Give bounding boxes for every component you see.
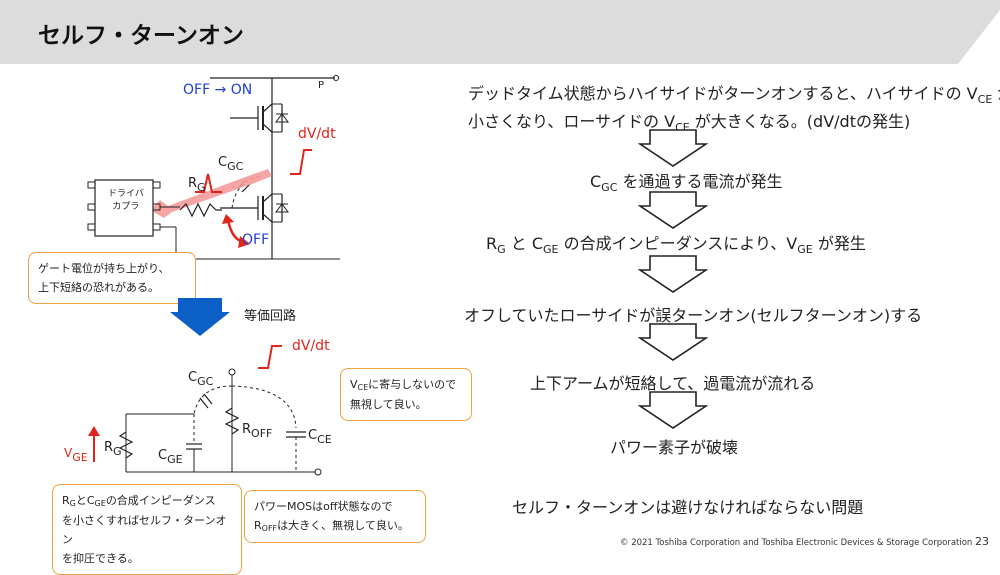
flow-step-2: CGC を通過する電流が発生 — [590, 172, 783, 194]
top-cgc-label: CGC — [218, 155, 244, 173]
equivalent-circuit-label: 等価回路 — [244, 309, 297, 324]
flow-arrow-icon — [638, 129, 708, 167]
vge-label: VGE — [64, 446, 88, 464]
top-circuit-diagram — [87, 75, 340, 260]
off-on-label: OFF → ON — [183, 82, 253, 98]
callout-cce-ignore: VCEに寄与しないので 無視して良い。 — [340, 368, 472, 421]
driver-label: ドライバカプラ — [108, 189, 144, 212]
bottom-cge-label: CGE — [158, 448, 183, 466]
bottom-cgc-label: CGC — [188, 370, 214, 388]
flow-arrow-icon — [638, 391, 708, 429]
page-title: セルフ・ターンオン — [38, 23, 244, 49]
equivalent-circuit-diagram — [88, 345, 322, 476]
flow-step-4: オフしていたローサイドが誤ターンオン(セルフターンオン)する — [464, 306, 923, 325]
flow-step-5: 上下アームが短絡して、過電流が流れる — [530, 374, 816, 393]
p-terminal-label: P — [318, 80, 325, 91]
flow-step-1-line2: 小さくなり、ローサイドの VCE が大きくなる。(dV/dtの発生) — [468, 112, 911, 134]
copyright-footer: © 2021 Toshiba Corporation and Toshiba E… — [620, 538, 973, 548]
bottom-rg-label: RG — [104, 440, 122, 458]
page-number: 23 — [975, 535, 989, 548]
flow-arrow-icon — [638, 255, 708, 293]
bottom-dvdt-label: dV/dt — [292, 338, 330, 354]
conclusion-text: セルフ・ターンオンは避けなければならない問題 — [512, 498, 864, 517]
callout-rg-cge: RGとCGEの合成インピーダンス を小さくすればセルフ・ターンオン を抑圧できる… — [52, 484, 242, 575]
bottom-roff-label: ROFF — [242, 422, 273, 440]
top-off-label: OFF — [242, 232, 270, 248]
flow-step-6: パワー素子が破壊 — [610, 438, 739, 457]
top-rg-label: RG — [188, 176, 206, 194]
callout-gate-rise: ゲート電位が持ち上がり、 上下短絡の恐れがある。 — [28, 252, 196, 304]
flow-step-1-line1: デッドタイム状態からハイサイドがターンオンすると、ハイサイドの VCE が — [468, 84, 1000, 106]
flow-arrow-icon — [638, 323, 708, 361]
flow-step-3: RG と CGE の合成インピーダンスにより、VGE が発生 — [486, 234, 866, 256]
equivalent-arrow-icon — [170, 298, 230, 336]
callout-power-mos: パワーMOSはoff状態なので ROFFは大きく、無視して良い。 — [244, 490, 426, 543]
top-dvdt-label: dV/dt — [298, 126, 336, 142]
bottom-cce-label: CCE — [308, 428, 332, 446]
flow-arrow-icon — [638, 191, 708, 229]
header-band — [0, 0, 1000, 64]
